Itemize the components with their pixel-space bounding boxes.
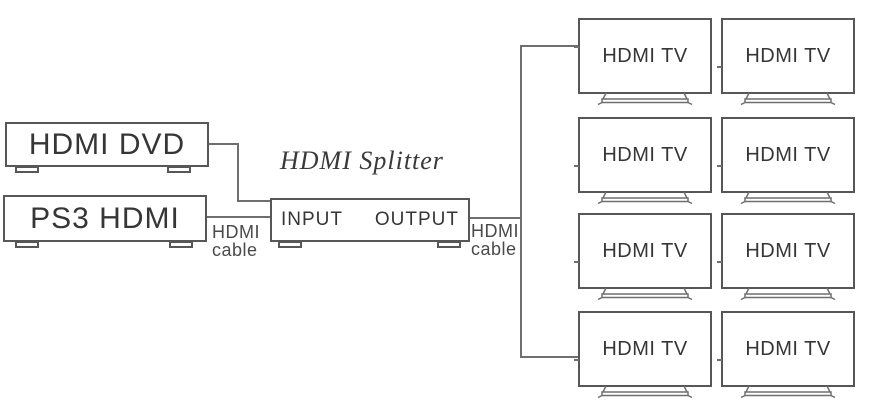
tv-box: HDMI TV — [574, 117, 712, 205]
tv-label: HDMI TV — [745, 44, 831, 67]
hdmi-dvd-box: HDMI DVD — [5, 122, 209, 173]
tv-stand — [740, 287, 836, 301]
device-foot — [278, 241, 302, 248]
hdmi-cable-line2: cable — [212, 240, 258, 260]
ps3-hdmi-label: PS3 HDMI — [30, 201, 180, 235]
device-foot — [15, 166, 39, 173]
connector-line-splitter-output — [468, 217, 522, 219]
tv-stand — [597, 191, 693, 205]
tv-box: HDMI TV — [717, 117, 855, 205]
tv-stand — [597, 92, 693, 106]
hdmi-cable-label-input: HDMI cable — [212, 223, 260, 259]
hdmi-dvd-label: HDMI DVD — [28, 127, 186, 161]
tv-connector-stub — [717, 165, 722, 167]
tv-label: HDMI TV — [745, 239, 831, 262]
tv-label: HDMI TV — [745, 143, 831, 166]
splitter-output-label: OUTPUT — [374, 209, 459, 230]
splitter-input-label: INPUT — [281, 209, 343, 230]
device-foot — [15, 241, 39, 248]
tv-label: HDMI TV — [745, 337, 831, 360]
tv-connector-stub — [574, 46, 579, 48]
tv-stand — [597, 385, 693, 399]
tv-box: HDMI TV — [574, 213, 712, 301]
tv-connector-stub — [717, 66, 722, 68]
connector-line-dvd-horizontal — [205, 143, 239, 145]
tv-box: HDMI TV — [574, 18, 712, 106]
connector-line-ps3-to-splitter — [203, 216, 271, 218]
tv-box: HDMI TV — [717, 18, 855, 106]
tv-label: HDMI TV — [602, 44, 688, 67]
hdmi-cable-line1: HDMI — [212, 222, 260, 242]
tv-label: HDMI TV — [602, 337, 688, 360]
connector-line-dvd-vertical — [237, 143, 239, 202]
hdmi-cable-label-output: HDMI cable — [471, 222, 519, 258]
tv-box: HDMI TV — [574, 311, 712, 399]
tv-stand — [597, 287, 693, 301]
device-foot — [169, 241, 193, 248]
connector-line-branch-top — [522, 45, 578, 47]
tv-stand — [740, 92, 836, 106]
connector-line-branch-bottom — [522, 356, 580, 358]
tv-connector-stub — [717, 261, 722, 263]
tv-connector-stub — [574, 359, 579, 361]
splitter-box: INPUT OUTPUT — [270, 198, 470, 248]
device-foot — [437, 241, 461, 248]
tv-connector-stub — [574, 261, 579, 263]
connector-line-trunk — [520, 45, 522, 358]
tv-stand — [740, 385, 836, 399]
splitter-title: HDMI Splitter — [280, 146, 444, 175]
tv-connector-stub — [574, 165, 579, 167]
hdmi-cable-line1: HDMI — [471, 221, 519, 241]
tv-box: HDMI TV — [717, 311, 855, 399]
tv-box: HDMI TV — [717, 213, 855, 301]
connector-line-dvd-to-splitter — [237, 200, 271, 202]
ps3-hdmi-box: PS3 HDMI — [3, 195, 207, 248]
tv-stand — [740, 191, 836, 205]
hdmi-cable-line2: cable — [471, 239, 517, 259]
tv-label: HDMI TV — [602, 143, 688, 166]
tv-connector-stub — [717, 359, 722, 361]
tv-label: HDMI TV — [602, 239, 688, 262]
device-foot — [167, 166, 191, 173]
